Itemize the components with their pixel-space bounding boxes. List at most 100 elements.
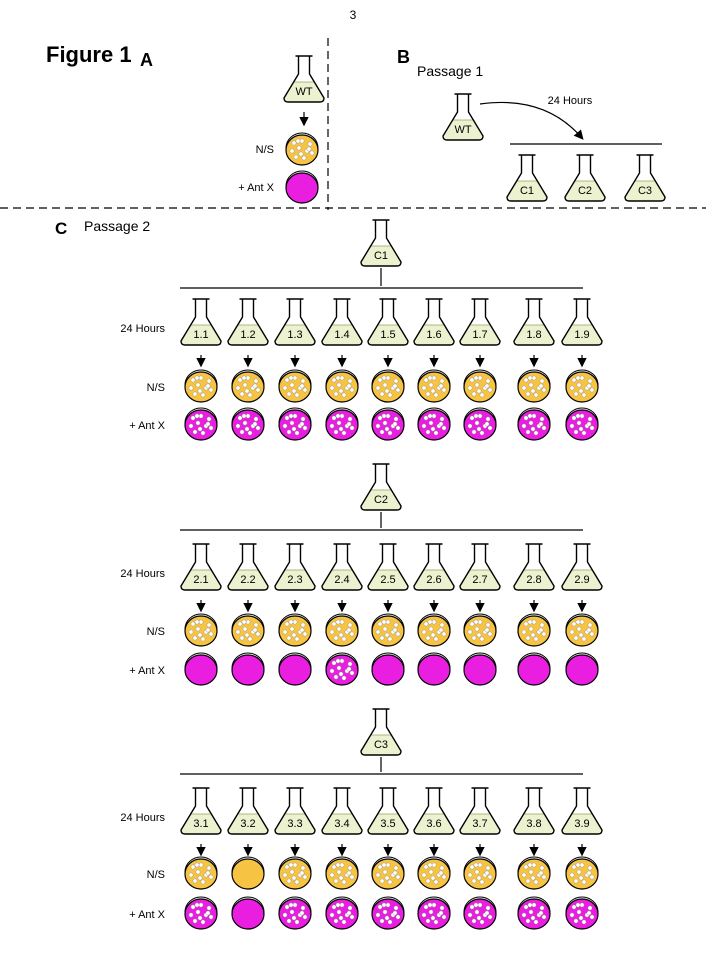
colony: [395, 914, 401, 920]
colony: [586, 870, 592, 876]
colony: [288, 902, 294, 908]
colony: [384, 388, 390, 394]
colony: [291, 875, 297, 881]
colony: [484, 870, 490, 876]
colony: [473, 413, 479, 419]
colony: [541, 874, 547, 880]
colony: [379, 918, 385, 924]
colony: [527, 619, 533, 625]
colony: [477, 902, 483, 908]
colony: [347, 378, 353, 384]
ns-plate-2-4: [325, 613, 359, 647]
colony: [431, 619, 437, 625]
colony: [253, 416, 259, 422]
colony: [198, 375, 204, 381]
panel-a-wt-flask: WT: [283, 55, 325, 103]
colony: [438, 627, 444, 633]
panel-b-time-label: 24 Hours: [548, 95, 593, 107]
panel-c-label: C: [55, 219, 68, 238]
colony: [347, 622, 353, 628]
colony: [441, 425, 447, 431]
colony: [346, 666, 352, 672]
colony: [467, 629, 473, 635]
colony: [239, 429, 245, 435]
colony: [471, 635, 477, 641]
colony: [200, 392, 206, 398]
colony: [487, 914, 493, 920]
colony: [430, 426, 436, 432]
colony: [384, 426, 390, 432]
colony: [205, 910, 211, 916]
colony: [530, 915, 536, 921]
colony: [428, 382, 434, 388]
replicate-flask-2-5-label: 2.5: [380, 574, 395, 586]
colony: [438, 910, 444, 916]
colony: [385, 862, 391, 868]
replicate-flask-1-9: 1.9: [561, 298, 603, 346]
colony: [349, 914, 355, 920]
replicate-flask-3-3: 3.3: [274, 787, 316, 835]
colony: [527, 375, 533, 381]
colony: [421, 872, 427, 878]
colony: [197, 632, 203, 638]
colony: [487, 874, 493, 880]
colony: [299, 383, 305, 389]
colony: [252, 383, 258, 389]
colony: [377, 621, 383, 627]
colony: [474, 382, 480, 388]
colony: [341, 636, 347, 642]
colony: [587, 865, 593, 871]
replicate-flask-1-1: 1.1: [180, 298, 222, 346]
colony: [521, 872, 527, 878]
colony: [479, 919, 485, 925]
colony: [579, 413, 585, 419]
panel-b-flask-c2-label: C2: [578, 185, 592, 197]
colony: [331, 621, 337, 627]
colony: [539, 416, 545, 422]
colony: [575, 375, 581, 381]
colony: [438, 383, 444, 389]
colony: [302, 914, 308, 920]
colony: [341, 675, 347, 681]
ns-plate-3-4: [325, 856, 359, 890]
colony: [336, 382, 342, 388]
colony: [441, 874, 447, 880]
colony: [299, 910, 305, 916]
colony: [329, 872, 335, 878]
colony: [241, 375, 247, 381]
colony: [192, 918, 198, 924]
replicate-flask-3-4-label: 3.4: [334, 818, 349, 830]
replicate-flask-1-3-label: 1.3: [287, 329, 302, 341]
colony: [485, 378, 491, 384]
colony: [533, 919, 539, 925]
colony: [427, 375, 433, 381]
colony: [571, 377, 577, 383]
colony: [393, 865, 399, 871]
colony: [382, 626, 388, 632]
colony: [293, 154, 299, 160]
colony: [247, 430, 253, 436]
replicate-flask-3-6-label: 3.6: [426, 818, 441, 830]
ns-plate-2-6: [417, 613, 451, 647]
colony: [239, 635, 245, 641]
colony: [190, 864, 196, 870]
colony: [395, 874, 401, 880]
colony: [525, 429, 531, 435]
colony: [381, 375, 387, 381]
colony: [581, 392, 587, 398]
ns-plate-1-7: [463, 369, 497, 403]
colony: [333, 635, 339, 641]
colony: [329, 912, 335, 918]
colony: [589, 425, 595, 431]
replicate-flask-2-3-label: 2.3: [287, 574, 302, 586]
colony: [252, 627, 258, 633]
colony: [197, 388, 203, 394]
colony: [341, 879, 347, 885]
replicate-flask-2-1-label: 2.1: [193, 574, 208, 586]
ns-row-label: N/S: [147, 382, 165, 394]
colony: [467, 423, 473, 429]
colony: [474, 420, 480, 426]
colony: [425, 429, 431, 435]
ns-plate-3-8: [517, 856, 551, 890]
